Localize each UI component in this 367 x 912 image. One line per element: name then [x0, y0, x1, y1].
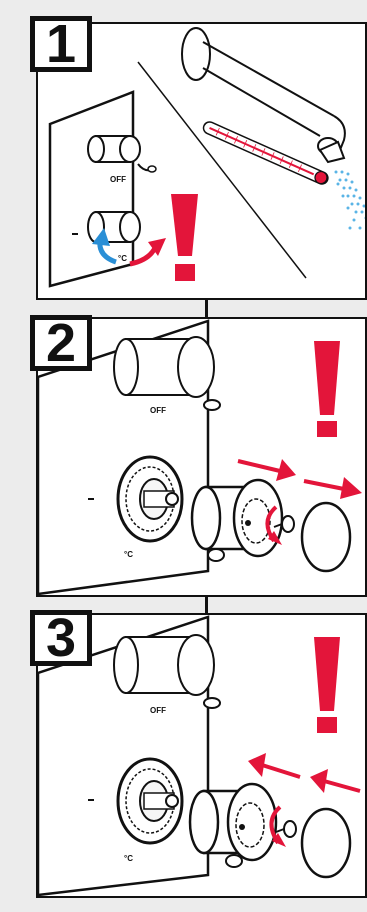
exposed-cartridge: [118, 759, 182, 843]
spout: [182, 28, 345, 162]
step-number-1: 1: [30, 16, 92, 72]
cap-disc: [302, 503, 350, 571]
off-label: OFF: [150, 706, 166, 715]
step-number-3: 3: [30, 610, 92, 666]
cap-disc: [302, 809, 350, 877]
celsius-label: °C: [124, 550, 133, 559]
screw: [276, 821, 296, 837]
celsius-label: °C: [118, 254, 127, 263]
exposed-cartridge: [118, 457, 182, 541]
panel-connector: [205, 298, 208, 319]
water-spray: [335, 171, 367, 230]
off-label: OFF: [150, 406, 166, 415]
temperature-knob: [88, 212, 140, 242]
direction-arrow-icon: [248, 753, 360, 793]
off-label: OFF: [110, 175, 126, 184]
exclamation-warning-icon: [314, 637, 340, 733]
celsius-label: °C: [124, 854, 133, 863]
exclamation-warning-icon: [314, 341, 340, 437]
divider-line: [138, 62, 306, 278]
exclamation-warning-icon: [171, 194, 198, 281]
panel-connector: [205, 595, 208, 615]
step-number-2: 2: [30, 315, 92, 371]
